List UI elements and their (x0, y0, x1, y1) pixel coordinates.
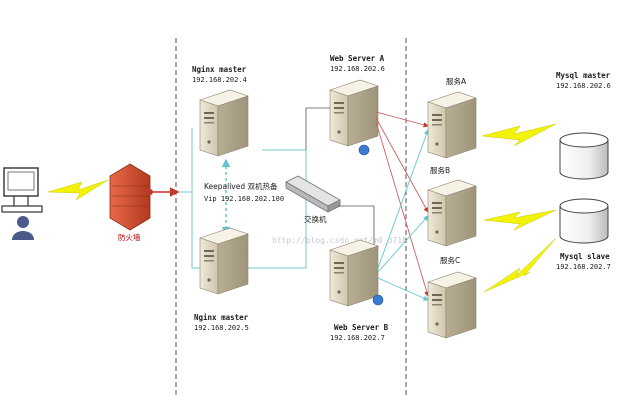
service-c-server-icon (427, 271, 477, 339)
nginx-b-ip: 192.168.202.5 (194, 324, 249, 332)
nginx-b-server-icon (199, 227, 249, 295)
lightning-service-a-master (481, 123, 557, 147)
web-b-title: Web Server B (334, 323, 389, 332)
nginx-a-title: Nginx master (192, 65, 247, 74)
link-web-b-service-a (377, 129, 430, 269)
mysql-master-title: Mysql master (556, 71, 611, 80)
client-computer-icon (1, 167, 43, 213)
mysql-slave-ip: 192.168.202.7 (556, 263, 611, 271)
lightning-service-c-slave (483, 237, 557, 293)
mysql-master-database-icon (559, 132, 609, 180)
nginx-b-title: Nginx master (194, 313, 249, 322)
keepalived-vip: Vip 192.168.202.100 (204, 195, 284, 203)
web-b-globe-icon (372, 294, 384, 306)
mysql-slave-database-icon (559, 198, 609, 244)
link-web-a-service-a (375, 111, 429, 128)
watermark-text: http://blog.csdn.net/m0_3718 (272, 236, 407, 245)
link-web-b-service-b (377, 215, 429, 273)
switch-icon (285, 175, 341, 213)
user-icon (12, 216, 34, 240)
web-a-ip: 192.168.202.6 (330, 65, 385, 73)
web-a-title: Web Server A (330, 54, 385, 63)
service-c-label: 服务C (440, 255, 460, 265)
web-a-globe-icon (358, 144, 370, 156)
web-b-ip: 192.168.202.7 (330, 334, 385, 342)
nginx-a-ip: 192.168.202.4 (192, 76, 247, 84)
web-b-server-icon (329, 239, 379, 307)
firewall-label: 防火墙 (118, 232, 141, 242)
service-b-label: 服务B (430, 165, 450, 175)
keepalived-title: Keepalived 双机热备 (204, 181, 278, 191)
web-a-server-icon (329, 79, 379, 147)
switch-label: 交换机 (304, 214, 327, 224)
link-web-a-service-c (375, 121, 430, 297)
nginx-a-server-icon (199, 89, 249, 157)
service-a-label: 服务A (446, 76, 467, 86)
service-a-server-icon (427, 91, 477, 159)
link-switch-web-b (338, 205, 375, 250)
lightning-client-firewall (47, 179, 109, 201)
mysql-slave-title: Mysql slave (560, 252, 610, 261)
link-web-a-service-b (375, 117, 429, 213)
mysql-master-ip: 192.168.202.6 (556, 82, 611, 90)
network-frame (191, 128, 307, 269)
link-web-b-service-c (377, 277, 429, 301)
lightning-service-b-slave (483, 209, 557, 231)
service-b-server-icon (427, 179, 477, 247)
firewall-icon (109, 163, 153, 231)
link-switch-web-a (305, 107, 330, 150)
